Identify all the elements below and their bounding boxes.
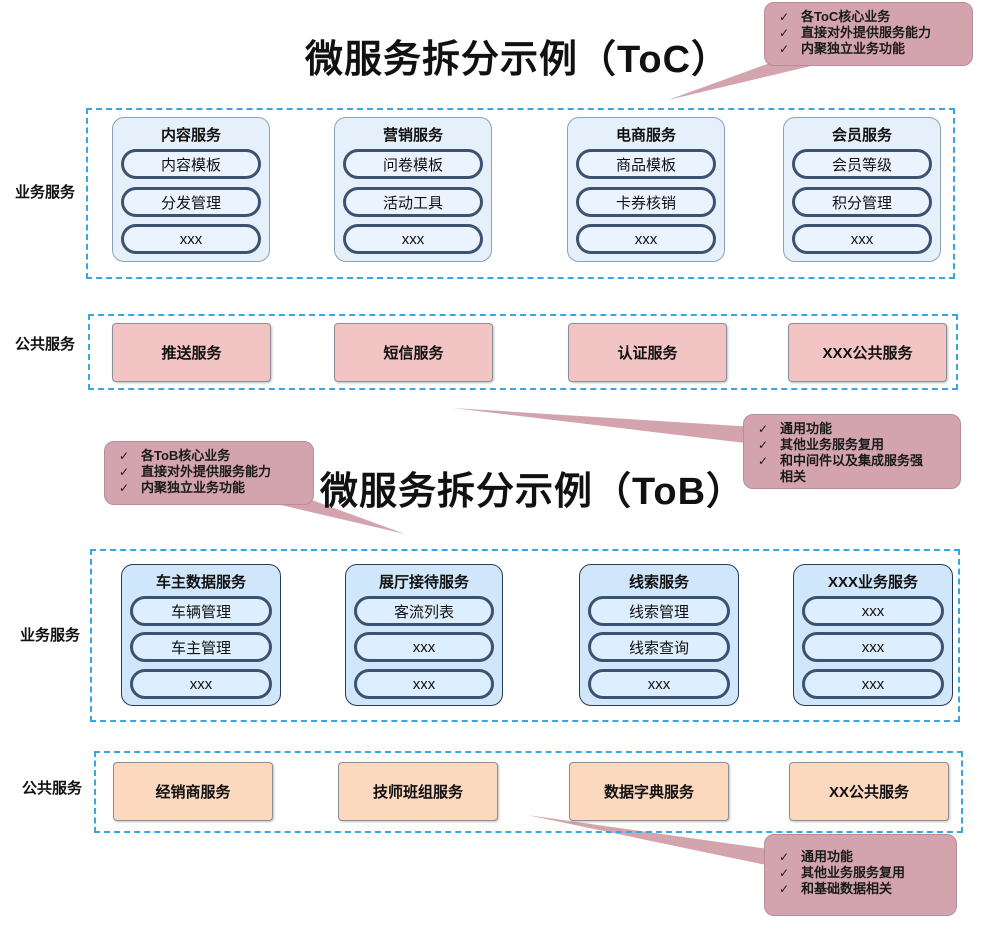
toc-pub-region	[88, 314, 958, 390]
card-title: 会员服务	[831, 127, 892, 144]
card-title: XXX业务服务	[827, 574, 918, 591]
module-pill: 客流列表	[354, 596, 494, 626]
tob-pub-callout-tail	[527, 815, 790, 870]
module-pill: xxx	[588, 669, 730, 699]
module-pill: xxx	[792, 224, 932, 254]
check-icon: ✓	[758, 454, 769, 468]
check-icon: ✓	[119, 449, 130, 463]
check-icon: ✓	[119, 465, 130, 479]
tob-service-card: 线索服务 线索管理 线索查询 xxx	[579, 564, 739, 706]
tob-pub-callout: ✓通用功能 ✓其他业务服务复用 ✓和基础数据相关	[764, 834, 957, 916]
module-pill: 车主管理	[130, 632, 272, 662]
card-title: 线索服务	[628, 574, 689, 591]
toc-biz-region	[86, 108, 955, 279]
callout-item: ✓其他业务服务复用	[758, 437, 885, 452]
callout-item: ✓内聚独立业务功能	[779, 41, 906, 56]
card-title: 营销服务	[382, 127, 443, 144]
toc-service-card: 内容服务 内容模板 分发管理 xxx	[112, 117, 270, 262]
tob-service-card: 车主数据服务 车辆管理 车主管理 xxx	[121, 564, 281, 706]
check-icon: ✓	[779, 42, 790, 56]
callout-item: ✓各ToC核心业务	[779, 9, 891, 24]
check-icon: ✓	[779, 882, 790, 896]
callout-item: ✓通用功能	[758, 421, 833, 436]
tob-public-service: 技师班组服务	[338, 762, 498, 821]
module-pill: 积分管理	[792, 187, 932, 217]
check-icon: ✓	[779, 850, 790, 864]
callout-item: ✓其他业务服务复用	[779, 865, 906, 880]
module-pill: 卡券核销	[576, 187, 716, 217]
module-pill: xxx	[343, 224, 483, 254]
toc-public-service: 短信服务	[334, 323, 493, 382]
check-icon: ✓	[779, 26, 790, 40]
toc-public-service: 推送服务	[112, 323, 271, 382]
callout-item: ✓内聚独立业务功能	[119, 480, 246, 495]
check-icon: ✓	[779, 866, 790, 880]
card-title: 电商服务	[615, 127, 676, 144]
callout-item: ✓直接对外提供服务能力	[779, 25, 932, 40]
module-pill: 线索管理	[588, 596, 730, 626]
module-pill: xxx	[802, 669, 944, 699]
check-icon: ✓	[758, 438, 769, 452]
toc-biz-label: 业务服务	[15, 184, 76, 201]
module-pill: 车辆管理	[130, 596, 272, 626]
callout-item: ✓各ToB核心业务	[119, 448, 231, 463]
module-pill: xxx	[802, 632, 944, 662]
toc-pub-label: 公共服务	[15, 336, 76, 353]
toc-service-card: 营销服务 问卷模板 活动工具 xxx	[334, 117, 492, 262]
module-pill: xxx	[354, 669, 494, 699]
tob-biz-label: 业务服务	[20, 627, 81, 644]
module-pill: xxx	[130, 669, 272, 699]
toc-title: 微服务拆分示例（ToC）	[305, 39, 731, 81]
callout-item: 相关	[780, 469, 807, 484]
tob-service-card: 展厅接待服务 客流列表 xxx xxx	[345, 564, 503, 706]
toc-pub-callout: ✓通用功能 ✓其他业务服务复用 ✓和中间件以及集成服务强 相关	[743, 414, 961, 489]
tob-biz-region	[90, 549, 960, 722]
module-pill: 活动工具	[343, 187, 483, 217]
callout-item: ✓和基础数据相关	[779, 881, 893, 896]
toc-service-card: 电商服务 商品模板 卡券核销 xxx	[567, 117, 725, 262]
toc-public-service: 认证服务	[568, 323, 727, 382]
module-pill: 分发管理	[121, 187, 261, 217]
check-icon: ✓	[779, 10, 790, 24]
card-title: 车主数据服务	[155, 574, 246, 591]
toc-biz-callout: ✓各ToC核心业务 ✓直接对外提供服务能力 ✓内聚独立业务功能	[764, 2, 973, 66]
module-pill: 商品模板	[576, 149, 716, 179]
card-title: 内容服务	[160, 127, 221, 144]
tob-public-service: 数据字典服务	[569, 762, 729, 821]
tob-service-card: XXX业务服务 xxx xxx xxx	[793, 564, 953, 706]
module-pill: xxx	[121, 224, 261, 254]
toc-pub-callout-tail	[453, 408, 770, 446]
tob-public-service: 经销商服务	[113, 762, 273, 821]
tob-biz-callout: ✓各ToB核心业务 ✓直接对外提供服务能力 ✓内聚独立业务功能	[104, 441, 314, 505]
module-pill: 会员等级	[792, 149, 932, 179]
toc-public-service: XXX公共服务	[788, 323, 947, 382]
check-icon: ✓	[119, 481, 130, 495]
toc-service-card: 会员服务 会员等级 积分管理 xxx	[783, 117, 941, 262]
tob-pub-label: 公共服务	[22, 780, 83, 797]
module-pill: xxx	[576, 224, 716, 254]
module-pill: xxx	[802, 596, 944, 626]
module-pill: 线索查询	[588, 632, 730, 662]
check-icon: ✓	[758, 422, 769, 436]
tob-public-service: XX公共服务	[789, 762, 949, 821]
module-pill: 问卷模板	[343, 149, 483, 179]
module-pill: xxx	[354, 632, 494, 662]
callout-item: ✓直接对外提供服务能力	[119, 464, 272, 479]
card-title: 展厅接待服务	[378, 574, 469, 591]
module-pill: 内容模板	[121, 149, 261, 179]
tob-pub-region	[94, 751, 963, 833]
callout-item: ✓和中间件以及集成服务强	[758, 453, 924, 468]
tob-title: 微服务拆分示例（ToB）	[320, 471, 746, 513]
callout-item: ✓通用功能	[779, 849, 854, 864]
